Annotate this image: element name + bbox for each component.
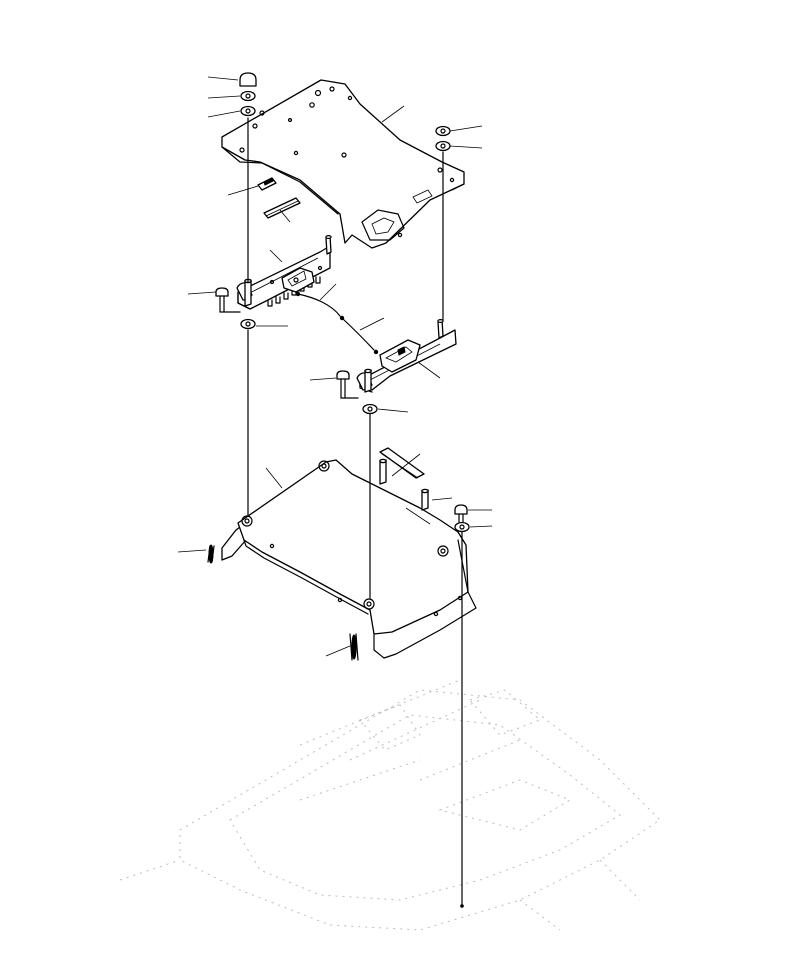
washer-icon-mid-right — [362, 403, 378, 415]
alignment-lines — [247, 117, 464, 908]
release-cable — [295, 291, 379, 355]
hex-nut-icon-right — [435, 125, 451, 137]
cap-nut-icon — [239, 72, 257, 87]
seal-strip — [263, 197, 301, 219]
washer-icon — [240, 105, 256, 117]
washer-icon-bottom-right — [454, 521, 470, 533]
wire-clip-bottom — [349, 633, 359, 661]
leader-lines — [177, 76, 493, 657]
base-plate — [221, 459, 477, 659]
washer-icon-right — [435, 140, 451, 152]
stud-bolt-left — [244, 278, 252, 307]
stud-bolt-right — [364, 368, 372, 393]
locating-pins — [379, 458, 429, 511]
top-mounting-plate — [221, 79, 465, 249]
right-slide-rail — [356, 318, 457, 393]
spacer-bar — [379, 447, 425, 479]
washer-icon-mid-left — [240, 318, 256, 330]
ghost-frame-outline — [119, 679, 661, 931]
top-plate-bracket — [257, 177, 277, 191]
bolt-icon-center — [336, 370, 359, 399]
wire-clip-left — [207, 544, 215, 564]
bolt-icon-right — [454, 504, 468, 523]
bolt-icon-left — [215, 287, 241, 313]
hex-nut-icon — [240, 90, 256, 102]
